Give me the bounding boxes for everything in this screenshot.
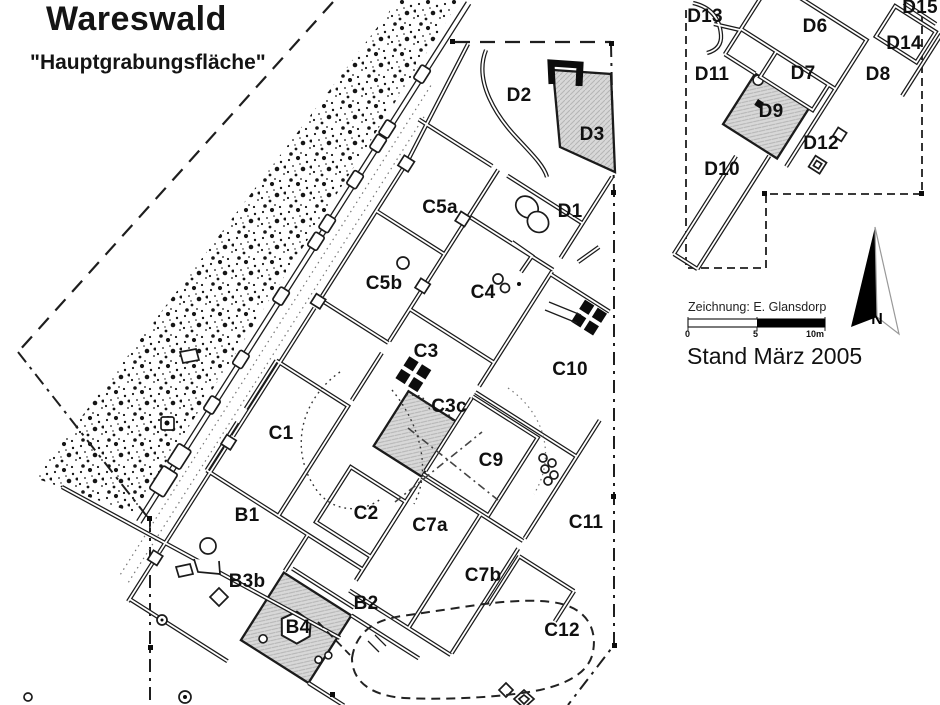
drawing-credit: Zeichnung: E. Glansdorp xyxy=(688,300,827,314)
area-label-d11: D11 xyxy=(694,64,730,85)
area-label-c3c: C3c xyxy=(431,396,467,417)
interior-feature-lines xyxy=(300,371,595,700)
shaded-rooms xyxy=(239,68,811,685)
area-label-d8: D8 xyxy=(865,64,891,85)
road-edges xyxy=(119,1,472,586)
area-label-c5b: C5b xyxy=(365,273,403,294)
page-subtitle: "Hauptgrabungsfläche" xyxy=(30,51,266,74)
area-label-c10: C10 xyxy=(552,359,588,380)
area-label-d13: D13 xyxy=(687,6,723,27)
area-label-c5a: C5a xyxy=(422,197,458,218)
area-label-c7b: C7b xyxy=(464,565,502,586)
area-label-c11: C11 xyxy=(568,512,604,533)
area-label-c12: C12 xyxy=(544,620,580,641)
area-label-c1: C1 xyxy=(268,423,294,444)
scale-tick-5: 5 xyxy=(753,329,759,339)
hypocaust-pillars xyxy=(395,299,608,393)
area-label-d3: D3 xyxy=(579,124,605,145)
scale-tick-0: 0 xyxy=(685,329,691,339)
scale-bar xyxy=(687,317,826,331)
area-label-b2: B2 xyxy=(353,593,379,614)
area-label-b1: B1 xyxy=(234,505,260,526)
north-label: N xyxy=(871,311,883,328)
north-arrow xyxy=(851,226,900,336)
detail-fixtures xyxy=(23,59,848,705)
area-label-d9: D9 xyxy=(758,101,784,122)
area-label-d2: D2 xyxy=(506,85,532,106)
page-title: Wareswald xyxy=(46,0,227,38)
area-label-b3b: B3b xyxy=(228,571,266,592)
area-label-c3: C3 xyxy=(413,341,439,362)
area-label-d7: D7 xyxy=(790,63,816,84)
area-label-b4: B4 xyxy=(285,617,311,638)
area-label-c7a: C7a xyxy=(412,515,448,536)
area-label-d12: D12 xyxy=(803,133,839,154)
area-label-d15: D15 xyxy=(902,0,938,18)
roman-road-gravel-band xyxy=(35,0,460,513)
area-label-d14: D14 xyxy=(886,33,922,54)
area-label-c2: C2 xyxy=(353,503,379,524)
room-d3-shaded xyxy=(551,68,617,174)
excavation-boundary xyxy=(17,1,924,705)
status-date: Stand März 2005 xyxy=(687,343,863,369)
area-label-c4: C4 xyxy=(470,282,496,303)
area-label-c9: C9 xyxy=(478,450,504,471)
area-label-d10: D10 xyxy=(704,159,740,180)
area-label-d6: D6 xyxy=(802,16,828,37)
area-label-d1: D1 xyxy=(557,201,583,222)
scale-tick-10m: 10m xyxy=(806,329,825,339)
